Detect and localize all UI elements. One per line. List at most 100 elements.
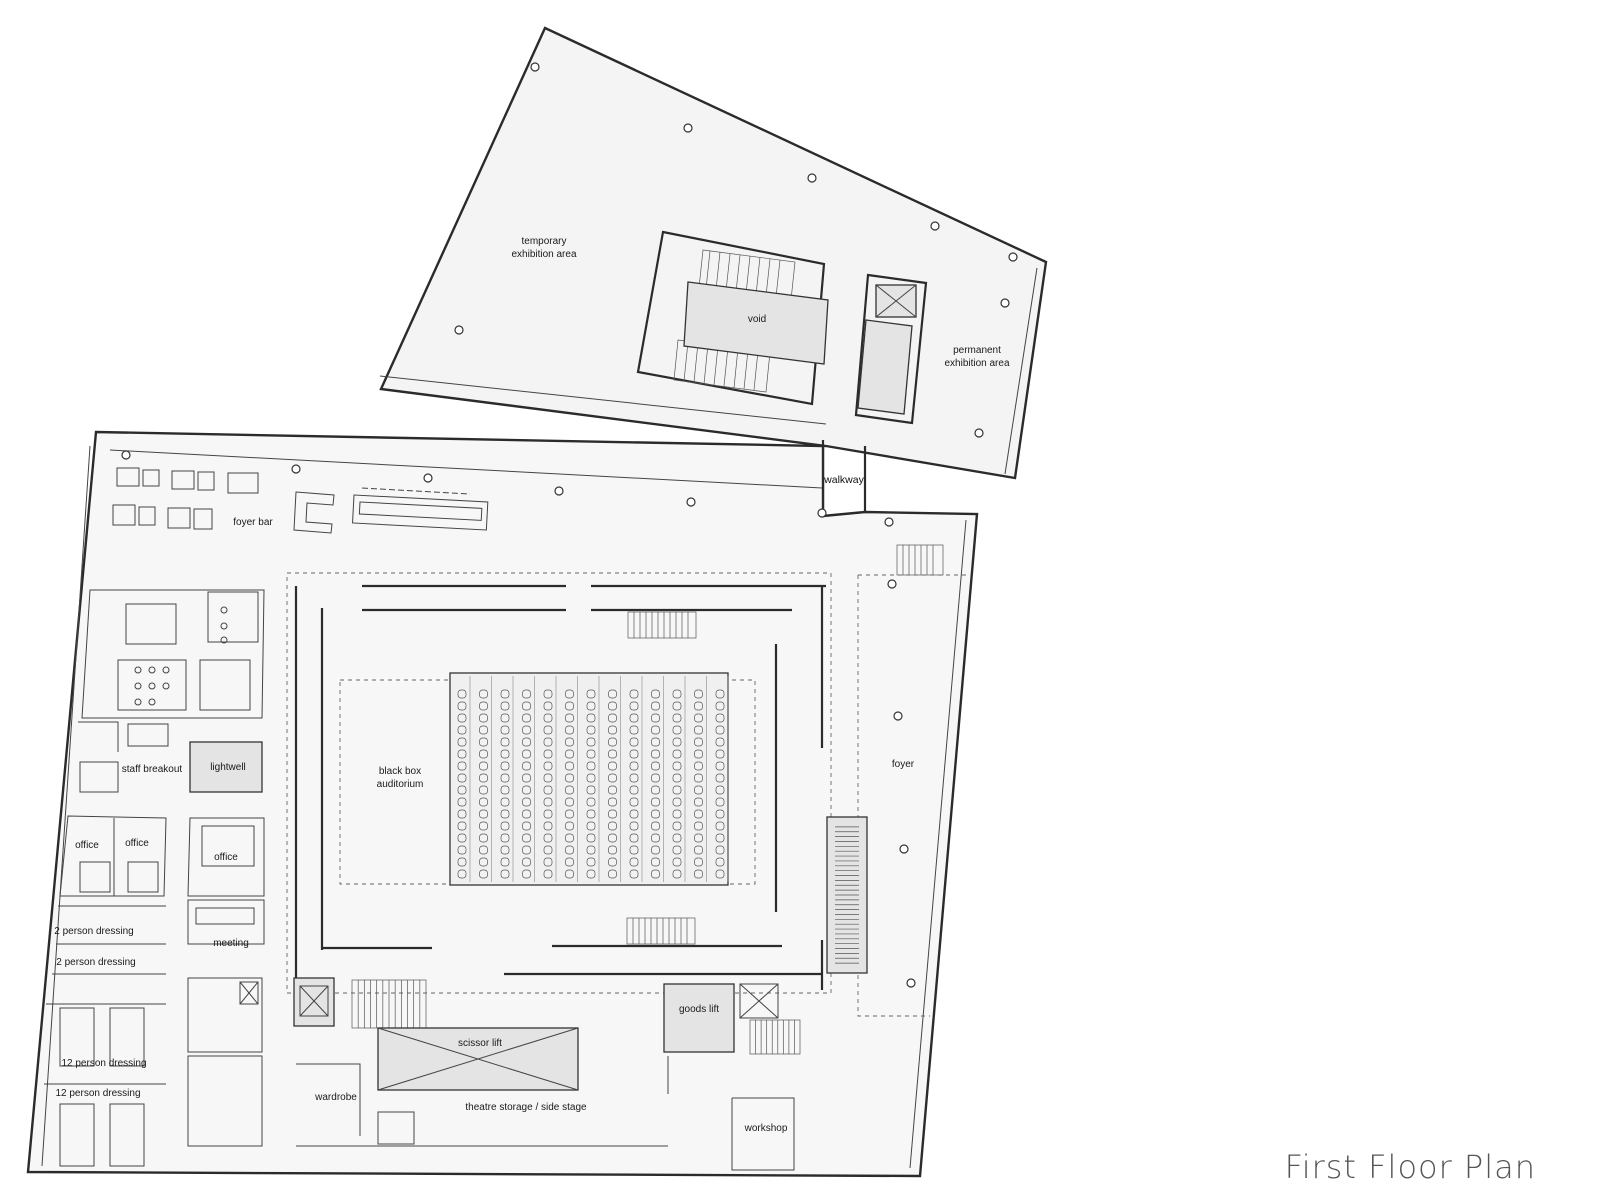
goods-lift-label: goods lift [679,1004,719,1015]
auditorium-seat [672,761,682,771]
auditorium-seat [522,737,531,747]
auditorium-seat [629,761,639,771]
meeting-label: meeting [213,938,249,949]
auditorium-seat [586,857,596,867]
auditorium-seat [457,749,467,759]
auditorium-seat [457,689,467,699]
auditorium-seat [694,713,703,723]
auditorium-seat [565,737,574,747]
auditorium-seat [457,761,467,771]
auditorium-seat [500,785,510,795]
auditorium-seat [586,785,596,795]
office-1-label: office [75,840,99,851]
auditorium-seat [672,845,682,855]
auditorium-seat [522,833,531,843]
auditorium-seat [651,833,660,843]
auditorium-seat [565,725,574,735]
auditorium-seat [500,725,510,735]
auditorium-seat [672,809,682,819]
auditorium-seat [586,689,596,699]
auditorium-seat [672,833,682,843]
auditorium-seat [457,725,467,735]
auditorium-seat [672,701,682,711]
auditorium-seat [479,785,488,795]
auditorium-seat [629,809,639,819]
auditorium-seat [479,689,488,699]
auditorium-seat [651,749,660,759]
auditorium-seat [672,737,682,747]
auditorium-seat [672,689,682,699]
auditorium-seat [715,785,725,795]
auditorium-seat [522,797,531,807]
auditorium-seat [586,749,596,759]
auditorium-seat [672,785,682,795]
auditorium-seat [672,713,682,723]
auditorium-seat [608,809,617,819]
auditorium-seat [715,725,725,735]
auditorium-seat [715,797,725,807]
auditorium-seat [608,797,617,807]
auditorium-seat [543,761,553,771]
dressing-2a-label: 2 person dressing [54,926,134,937]
auditorium-seat [651,797,660,807]
auditorium-seat [479,713,488,723]
offices [59,815,265,945]
auditorium-seat [651,785,660,795]
workshop-label: workshop [744,1123,788,1134]
auditorium-seat [565,701,574,711]
auditorium-seat [500,701,510,711]
auditorium-seat [694,761,703,771]
auditorium-seat [586,809,596,819]
auditorium-seat [457,857,467,867]
auditorium-seat [543,749,553,759]
auditorium-seat [500,797,510,807]
auditorium-seat [608,869,617,879]
auditorium-seat [543,785,553,795]
auditorium-seat [500,689,510,699]
auditorium-seat [651,809,660,819]
auditorium-seat [565,749,574,759]
auditorium-seat [565,809,574,819]
auditorium-seat [500,833,510,843]
auditorium-seat [651,761,660,771]
auditorium-seat [479,869,488,879]
auditorium-seat [586,845,596,855]
auditorium-seat [608,725,617,735]
drawing-title: First Floor Plan [1284,1148,1536,1186]
scissor-lift [377,1027,579,1091]
black-box-label-1: black box [379,766,421,777]
auditorium-seat [629,737,639,747]
auditorium-seat [586,833,596,843]
auditorium-seat [651,869,660,879]
auditorium-seat [694,845,703,855]
auditorium-seat [608,785,617,795]
auditorium-seat [629,869,639,879]
auditorium-seat [694,809,703,819]
auditorium-seat [522,689,531,699]
auditorium-seat [543,701,553,711]
auditorium-seat [500,869,510,879]
auditorium-seat [522,713,531,723]
auditorium-seat [500,737,510,747]
auditorium-seat [565,773,574,783]
auditorium-seat [586,761,596,771]
auditorium-seat [608,845,617,855]
auditorium-seat [672,773,682,783]
auditorium-seat [629,785,639,795]
auditorium-seat [479,857,488,867]
auditorium-seat [479,701,488,711]
auditorium-seat [608,713,617,723]
auditorium-seat [479,749,488,759]
backstage-toilets [187,977,263,1147]
auditorium-seat [543,737,553,747]
auditorium-seat [522,701,531,711]
auditorium-seat [586,713,596,723]
auditorium-seat [479,761,488,771]
temporary-exhibition-label-2: exhibition area [511,249,576,260]
office-2-label: office [125,838,149,849]
auditorium-seat [694,869,703,879]
auditorium-seat [715,821,725,831]
exhibition-wing: void temporary exhibition area permanent… [379,26,1048,480]
auditorium-seat [651,701,660,711]
auditorium-seat [479,737,488,747]
